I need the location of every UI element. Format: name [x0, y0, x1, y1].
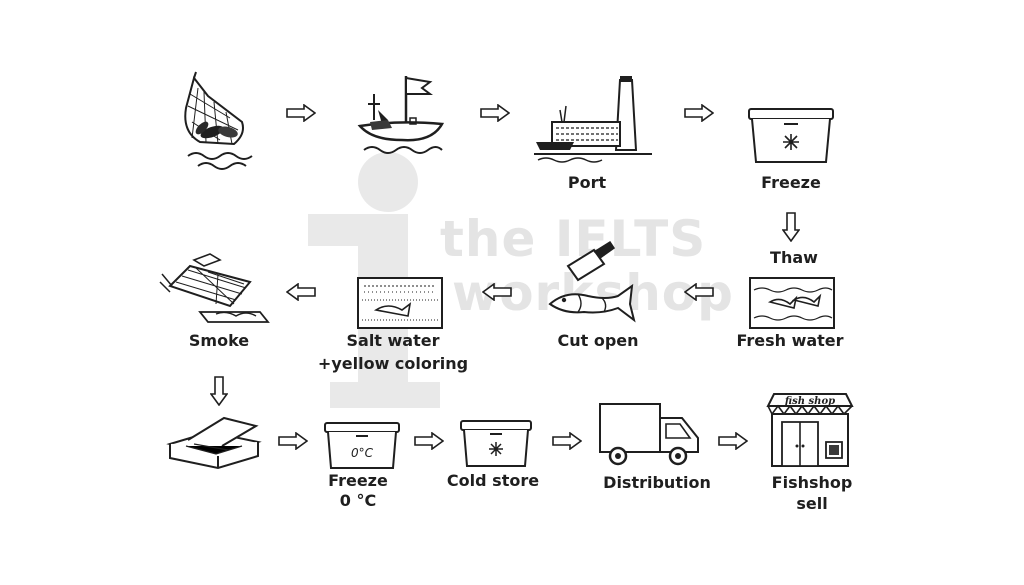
label-sell: sell — [796, 494, 828, 513]
freezer-zero-degrees-icon: 0°C — [324, 422, 400, 470]
arrow-down-icon — [210, 376, 228, 406]
label-port: Port — [567, 173, 607, 192]
arrow-right-icon — [278, 432, 308, 450]
label-distribution: Distribution — [603, 473, 711, 492]
arrow-right-icon — [286, 104, 316, 122]
watermark-line-1: the IELTS — [440, 210, 707, 268]
fishing-boat-icon — [358, 74, 444, 164]
arrow-right-icon — [414, 432, 444, 450]
arrow-left-icon — [286, 283, 316, 301]
label-cold-store: Cold store — [446, 471, 540, 490]
fish-shop-icon: fish shop — [764, 392, 856, 468]
arrow-right-icon — [552, 432, 582, 450]
label-thaw: Thaw — [770, 248, 818, 267]
port-lighthouse-icon — [534, 76, 654, 162]
label-freeze-zero: Freeze — [328, 471, 388, 490]
cleaver-fish-icon — [548, 242, 648, 328]
arrow-right-icon — [480, 104, 510, 122]
freezer-box-icon — [748, 108, 834, 164]
cold-store-box-icon — [460, 420, 532, 468]
arrow-right-icon — [684, 104, 714, 122]
arrow-left-icon — [684, 283, 714, 301]
label-cut-open: Cut open — [557, 331, 639, 350]
arrow-down-icon — [782, 212, 800, 242]
open-box-icon — [166, 414, 262, 470]
delivery-truck-icon — [598, 402, 702, 468]
label-yellow-coloring: +yellow coloring — [317, 354, 469, 373]
arrow-left-icon — [482, 283, 512, 301]
label-freeze: Freeze — [761, 173, 821, 192]
label-fishshop: Fishshop — [771, 473, 853, 492]
label-smoke: Smoke — [188, 331, 250, 350]
shop-sign-text: fish shop — [784, 396, 835, 407]
salt-water-tank-icon — [356, 276, 444, 330]
smoker-rack-icon — [160, 252, 270, 328]
fresh-water-tank-icon — [748, 276, 836, 330]
label-salt-water: Salt water — [346, 331, 440, 350]
fishing-net-icon — [172, 72, 262, 170]
cooler-temp-text: 0°C — [351, 446, 374, 460]
label-zero-degrees: 0 °C — [339, 491, 377, 510]
label-fresh-water: Fresh water — [736, 331, 844, 350]
arrow-right-icon — [718, 432, 748, 450]
